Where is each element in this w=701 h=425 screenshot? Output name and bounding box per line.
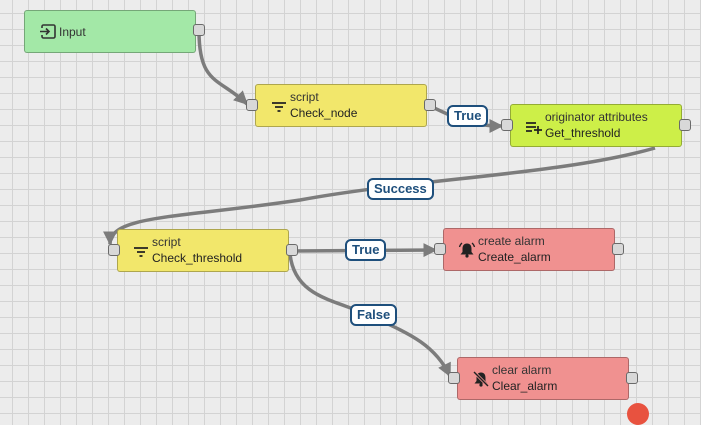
node-label: Input: [59, 25, 86, 39]
node-name: Clear_alarm: [492, 379, 558, 393]
output-port[interactable]: [626, 372, 638, 384]
node-name: Get_threshold: [545, 126, 621, 140]
floating-action-button[interactable]: [627, 403, 649, 425]
bell-icon: [458, 242, 476, 258]
link-label-false[interactable]: False: [350, 304, 398, 326]
node-type: originator attributes: [545, 110, 648, 124]
bell-off-icon: [472, 370, 490, 388]
node-name: Check_node: [290, 106, 358, 120]
list-add-icon: [525, 118, 543, 134]
output-port[interactable]: [612, 243, 624, 255]
filter-icon: [270, 98, 288, 114]
node-type: clear alarm: [492, 363, 552, 377]
node-create-alarm[interactable]: create alarm Create_alarm: [443, 228, 615, 271]
link-input-check-node[interactable]: [197, 30, 249, 106]
node-get-threshold[interactable]: originator attributes Get_threshold: [510, 104, 682, 147]
output-port[interactable]: [286, 244, 298, 256]
node-input[interactable]: Input: [24, 10, 196, 53]
node-name: Create_alarm: [478, 250, 551, 264]
output-port[interactable]: [193, 24, 205, 36]
input-port[interactable]: [501, 119, 513, 131]
filter-icon: [132, 243, 150, 259]
link-label-true[interactable]: True: [447, 105, 489, 127]
node-name: Check_threshold: [152, 251, 243, 265]
connection-layer: [103, 30, 656, 378]
node-type: script: [152, 235, 181, 249]
input-port[interactable]: [108, 244, 120, 256]
link-label-true[interactable]: True: [345, 239, 387, 261]
node-clear-alarm[interactable]: clear alarm Clear_alarm: [457, 357, 629, 400]
input-port[interactable]: [448, 372, 460, 384]
node-type: script: [290, 90, 319, 104]
output-port[interactable]: [679, 119, 691, 131]
node-check-threshold[interactable]: script Check_threshold: [117, 229, 289, 272]
node-check-node[interactable]: script Check_node: [255, 84, 427, 127]
output-port[interactable]: [424, 99, 436, 111]
input-icon: [39, 24, 57, 40]
link-get-threshold-check-threshold[interactable]: [103, 146, 656, 246]
input-port[interactable]: [246, 99, 258, 111]
input-port[interactable]: [434, 243, 446, 255]
node-type: create alarm: [478, 234, 545, 248]
link-label-success[interactable]: Success: [367, 178, 434, 200]
